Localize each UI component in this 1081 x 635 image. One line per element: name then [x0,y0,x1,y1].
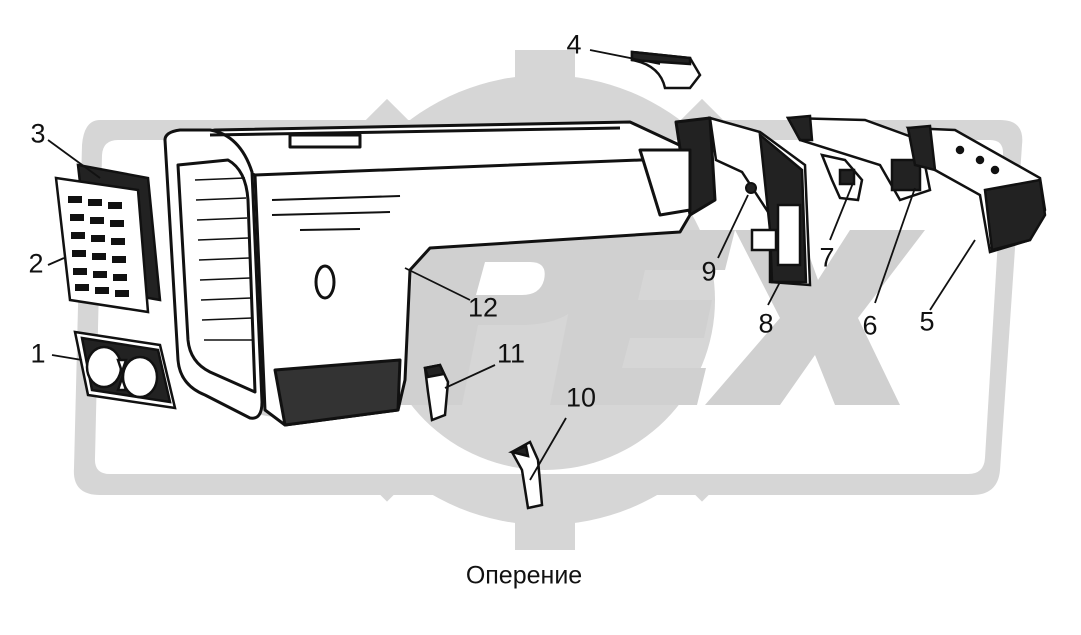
callout-5: 5 [919,306,935,337]
grille [54,176,150,314]
callout-3: 3 [30,118,46,149]
leader-7 [829,182,854,241]
small-plate [630,50,702,90]
upper-rail [785,114,932,202]
callout-11: 11 [496,338,526,369]
callout-6: 6 [862,310,878,341]
callout-2: 2 [28,248,44,279]
leader-3 [47,139,101,179]
latch [423,363,450,422]
callout-8: 8 [758,308,774,339]
leader-lines [47,49,976,481]
leader-9 [717,194,749,259]
leader-12 [404,267,471,301]
leader-10 [529,417,567,481]
headlight-panel [73,330,177,410]
stud [745,182,757,194]
rear-cover [905,124,1047,254]
leader-5 [929,239,976,311]
leader-1 [51,354,83,361]
leader-8 [767,281,781,306]
leader-6 [874,187,916,304]
leader-2 [47,257,65,266]
bracket [819,153,864,202]
diagram-caption: Оперение [465,561,583,590]
leader-11 [444,364,496,389]
leader-4 [589,49,661,65]
callout-7: 7 [819,242,835,273]
hood-body [163,116,717,427]
callout-4: 4 [566,29,582,60]
callout-1: 1 [30,338,46,369]
side-panel [708,116,812,287]
hook [508,440,544,510]
callout-9: 9 [701,256,717,287]
callout-10: 10 [565,382,597,413]
callout-12: 12 [467,292,499,323]
